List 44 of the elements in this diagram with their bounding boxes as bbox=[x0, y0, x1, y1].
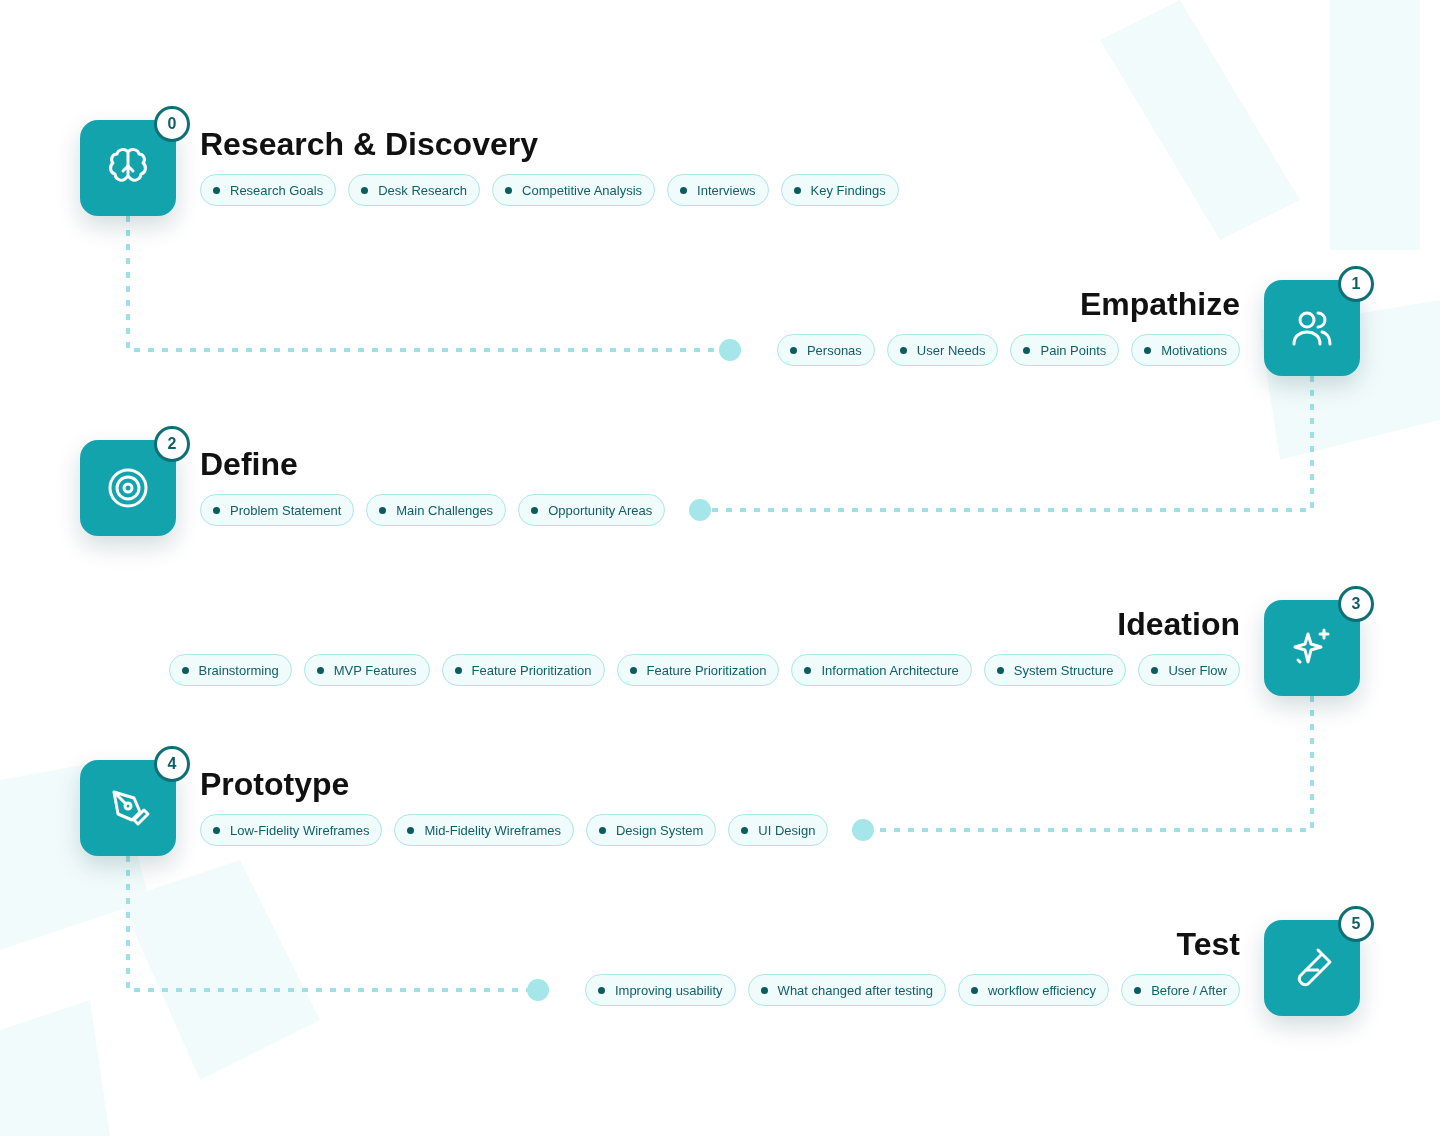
connector-end-dot bbox=[718, 339, 741, 361]
tag-chip: Opportunity Areas bbox=[518, 494, 666, 526]
step-number-badge: 3 bbox=[1338, 586, 1374, 622]
tag-chip: What changed after testing bbox=[747, 974, 946, 1006]
stage-title: Ideation bbox=[1117, 605, 1240, 644]
stage-title: Prototype bbox=[200, 765, 350, 804]
tag-chip: UI Design bbox=[728, 814, 829, 846]
connector-end-dot bbox=[852, 819, 875, 841]
stage-title: Empathize bbox=[1079, 285, 1240, 324]
stage-title: Test bbox=[1176, 925, 1240, 964]
tag-chip: Motivations bbox=[1131, 334, 1240, 366]
tag-chip: Personas bbox=[776, 334, 875, 366]
tag-chip: MVP Features bbox=[303, 654, 430, 686]
tag-chip: Problem Statement bbox=[200, 494, 355, 526]
tag-chip: Low-Fidelity Wireframes bbox=[200, 814, 383, 846]
tag-chip: Research Goals bbox=[200, 174, 337, 206]
tag-chip: Before / After bbox=[1121, 974, 1240, 1006]
tag-chip: User Needs bbox=[886, 334, 999, 366]
dotted-connector bbox=[711, 376, 1314, 512]
stage-title: Define bbox=[200, 445, 298, 484]
tag-chip: Information Architecture bbox=[791, 654, 972, 686]
step-number-badge: 2 bbox=[154, 426, 190, 462]
step-number-badge: 5 bbox=[1338, 906, 1374, 942]
tag-chip: User Flow bbox=[1138, 654, 1240, 686]
step-number-badge: 0 bbox=[154, 106, 190, 142]
tag-chip: Desk Research bbox=[348, 174, 481, 206]
stage-title: Research & Discovery bbox=[200, 125, 538, 164]
tag-chip: Mid-Fidelity Wireframes bbox=[394, 814, 574, 846]
step-number-badge: 4 bbox=[154, 746, 190, 782]
tag-chip: Feature Prioritization bbox=[441, 654, 605, 686]
tag-chip: Key Findings bbox=[780, 174, 899, 206]
tag-chip: System Structure bbox=[983, 654, 1127, 686]
tag-chip: Main Challenges bbox=[366, 494, 507, 526]
tag-chip: Brainstorming bbox=[168, 654, 292, 686]
tag-chip: Feature Prioritization bbox=[616, 654, 780, 686]
connector-end-dot bbox=[526, 979, 549, 1001]
tag-chip: Design System bbox=[585, 814, 717, 846]
tag-chip: Interviews bbox=[667, 174, 769, 206]
step-number-badge: 1 bbox=[1338, 266, 1374, 302]
tag-chip: Improving usability bbox=[584, 974, 736, 1006]
tag-chip: workflow efficiency bbox=[958, 974, 1110, 1006]
tag-chip: Competitive Analysis bbox=[492, 174, 656, 206]
connector-end-dot bbox=[689, 499, 712, 521]
tag-chip: Pain Points bbox=[1010, 334, 1120, 366]
